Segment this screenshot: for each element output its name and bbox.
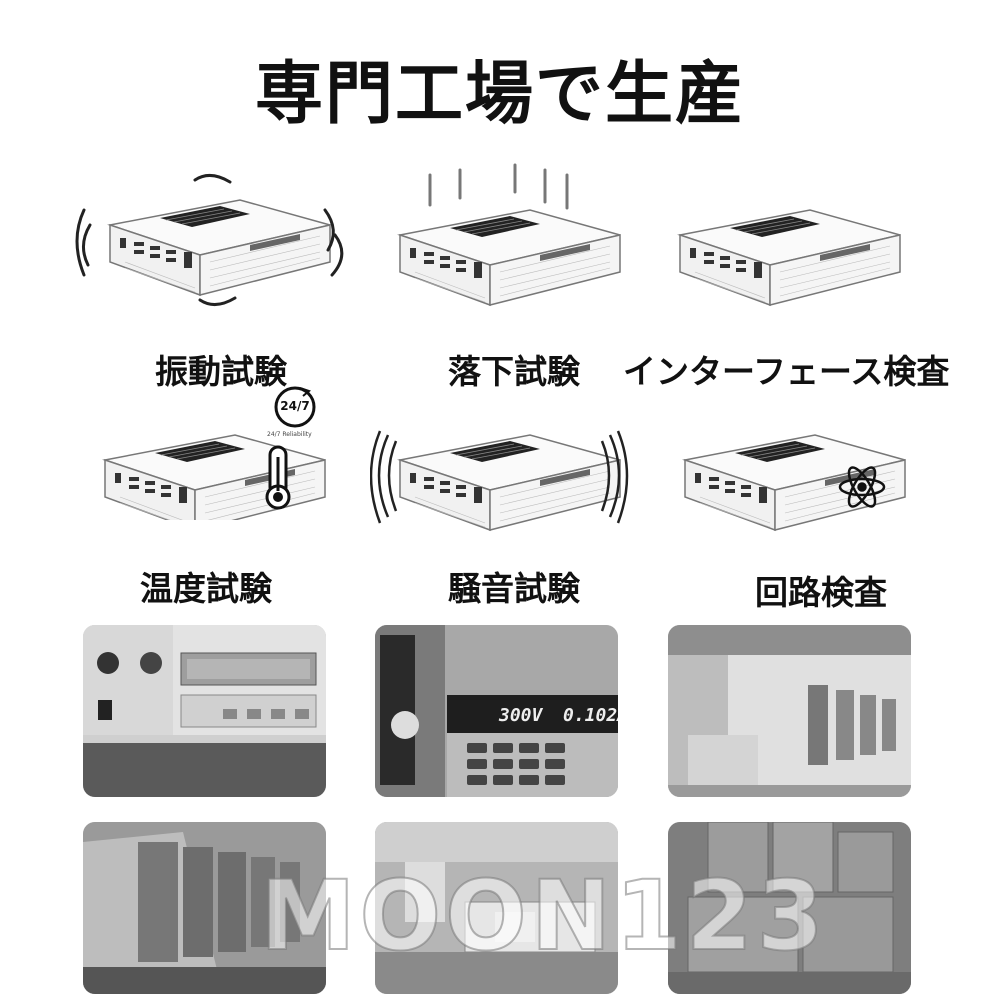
power-supply-temperature-icon — [104, 386, 326, 531]
photo-drop-test-machine — [375, 822, 618, 994]
photo-burn-in-rack — [83, 822, 326, 994]
photo-aging-room — [668, 625, 911, 797]
badge-caption: 24/7 Reliability — [267, 431, 312, 438]
label-circuit-inspection: 回路検査 — [755, 573, 887, 612]
power-supply-noise-icon — [369, 430, 629, 531]
photo-programmable-meter: 300V 0.102A — [375, 625, 618, 797]
badge-24-7: 24/7 — [280, 399, 310, 413]
label-vibration-test: 振動試験 — [155, 352, 287, 391]
power-supply-interface-icon — [679, 209, 901, 306]
test-vibration — [70, 170, 350, 320]
watermark: MOON123 — [259, 859, 828, 973]
label-drop-test: 落下試験 — [448, 352, 580, 391]
meter-display-current: 0.102A — [563, 705, 618, 726]
label-temperature-test: 温度試験 — [140, 569, 272, 608]
test-temperature: 24/7 24/7 Reliability — [95, 385, 355, 531]
page-title: 専門工場で生産 — [254, 55, 745, 134]
power-supply-circuit-icon — [684, 434, 906, 531]
test-circuit — [670, 425, 920, 545]
power-supply-drop-icon — [399, 163, 621, 306]
power-supply-vibration-icon — [75, 174, 344, 306]
meter-display-voltage: 300V — [499, 705, 543, 726]
test-drop — [385, 160, 645, 320]
photo-warehouse-boxes — [668, 822, 911, 994]
label-noise-test: 騒音試験 — [448, 569, 580, 608]
photo-withstand-tester — [83, 625, 326, 797]
test-interface — [670, 200, 920, 330]
label-interface-inspection: インターフェース検査 — [623, 352, 950, 391]
test-noise — [369, 425, 635, 540]
